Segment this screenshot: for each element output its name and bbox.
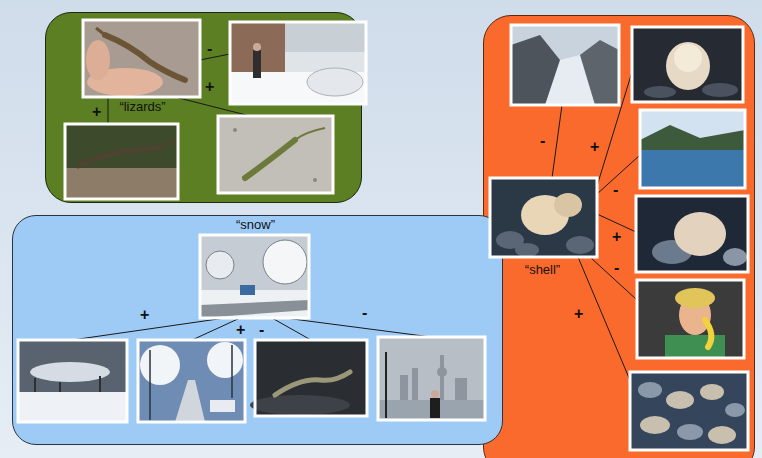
group-caption: “lizards”	[119, 99, 165, 114]
photo-glacier	[511, 25, 619, 105]
photo-hand-lizard	[83, 20, 200, 97]
similarity-sign: -	[613, 181, 618, 198]
group-caption: “shell”	[525, 262, 560, 277]
similarity-sign: -	[614, 259, 619, 276]
similarity-sign: +	[92, 103, 101, 120]
similarity-sign: +	[205, 78, 214, 95]
similarity-sign: -	[207, 40, 212, 57]
photo-shells-dark	[636, 196, 748, 272]
photo-snow-person	[230, 22, 366, 104]
similarity-sign: -	[362, 304, 367, 321]
photo-snow-street	[200, 235, 309, 318]
photo-snow-road	[138, 340, 245, 422]
similarity-sign: +	[574, 305, 583, 322]
similarity-sign: +	[612, 228, 621, 245]
photo-lizard-wood	[65, 124, 178, 199]
similarity-sign: +	[236, 321, 245, 338]
similarity-sign: +	[590, 138, 599, 155]
photo-city	[378, 337, 485, 420]
photo-lizard-rock	[218, 116, 333, 193]
similarity-sign: +	[140, 306, 149, 323]
photo-lake	[640, 110, 745, 188]
photo-shell-pile	[630, 372, 748, 450]
photo-dark-lizard	[250, 340, 367, 416]
photo-shell-close	[632, 27, 743, 102]
photo-shell-query	[490, 178, 597, 257]
photo-banana-man	[637, 280, 744, 358]
group-caption: “snow”	[236, 217, 275, 232]
similarity-sign: -	[540, 132, 545, 149]
photo-snow-field	[18, 340, 127, 422]
similarity-sign: -	[259, 321, 264, 338]
